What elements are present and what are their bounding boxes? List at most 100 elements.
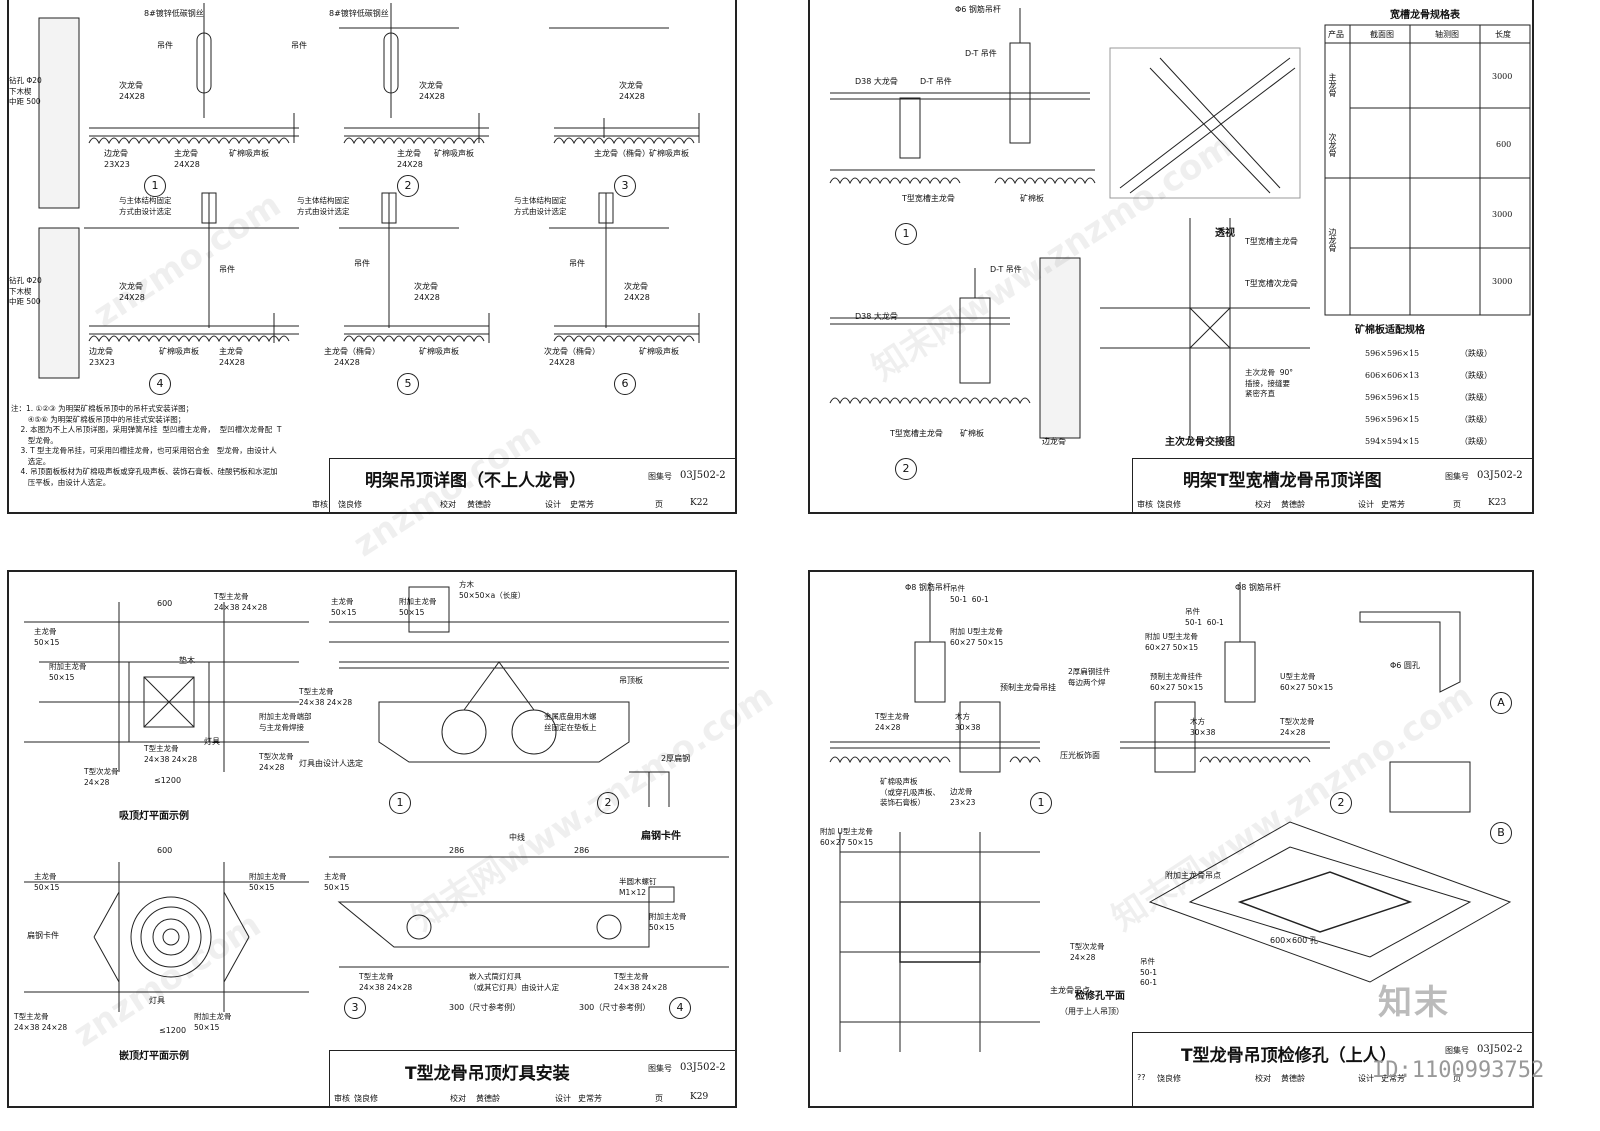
title-block-3: T型龙骨吊顶灯具安装 图集号 03J502-2 审核 饶良修 校对 黄德龄 设计… (329, 1050, 735, 1106)
code-1: 03J502-2 (680, 470, 726, 481)
size-label-r2b: 24X28 (414, 293, 440, 302)
flat-clip-plan: 扁钢卡件 (27, 931, 59, 940)
board-type-3: （跌级） (1460, 393, 1492, 402)
board-type-1: （跌级） (1460, 349, 1492, 358)
board-type-5: （跌级） (1460, 437, 1492, 446)
rod-label-a: 8#镀锌低碳钢丝 (144, 9, 204, 18)
t-sec-3: T型次龙骨 24×28 (84, 767, 119, 787)
wood-block: 方木 50×50×a（长度） (459, 580, 526, 600)
mineral-label-r2c: 矿棉吸声板 (639, 347, 679, 356)
bolt-note-1: 钻孔 Φ20 下木楔 中距 500 (9, 76, 42, 106)
t-sec-plan: T型次龙骨 24×28 (1070, 942, 1105, 962)
board-type-2: （跌级） (1460, 371, 1492, 380)
t-main-label: T型宽槽主龙骨 (902, 194, 955, 203)
board-size-2: 606×606×13 (1365, 371, 1420, 380)
secondary-label-2: 次龙骨 (419, 81, 443, 90)
check-label-4: 校对 (1255, 1074, 1271, 1083)
row-main: 主龙骨 (1328, 73, 1337, 97)
plan-sub: （用于上人吊顶） (1060, 1007, 1124, 1016)
size-label-2: 24X28 (419, 92, 445, 101)
mineral-label-2: 矿棉吸声板 (434, 149, 474, 158)
steel2: 2厚扁钢 (661, 754, 691, 763)
edge-keel-label: 边龙骨 (1042, 437, 1066, 446)
add-hang: 附加主龙骨吊点 (1165, 871, 1221, 880)
size-label-r2: 24X28 (119, 293, 145, 302)
d38-label-2: D38 大龙骨 (855, 312, 898, 321)
perspective-label: 透视 (1215, 228, 1235, 239)
mineral-3: 吊顶板 (619, 676, 643, 685)
sheet-4: Φ8 钢筋吊杆 吊件 50-1 60-1 附加 U型主龙骨 60×27 50×1… (808, 570, 1534, 1108)
hanger-label-r2b: 吊件 (354, 259, 370, 268)
detail-marker-5: 5 (397, 373, 419, 395)
main-keel-size-r2: 24X28 (219, 358, 245, 367)
sheet-2-title: 明架T型宽槽龙骨吊顶详图 (1183, 471, 1382, 491)
page-3: K29 (690, 1092, 709, 1102)
checker-4: 黄德龄 (1281, 1074, 1305, 1083)
main-5015: 主龙骨 50×15 (34, 627, 60, 647)
secondary-label-r2c: 次龙骨 (624, 282, 648, 291)
code-label-2: 图集号 (1445, 472, 1469, 481)
code-4: 03J502-2 (1477, 1044, 1523, 1055)
hanger-s4-2: 吊件 50-1 60-1 (1185, 607, 1224, 627)
dt-label: D-T 吊件 (920, 77, 952, 86)
pressure-board: 压光板饰面 (1060, 751, 1100, 760)
u-main-s4: 附加 U型主龙骨 60×27 50×15 (950, 627, 1004, 647)
board-title: 矿棉板适配规格 (1355, 325, 1425, 336)
mineral-s4: 矿棉吸声板 （或穿孔吸声板、 装饰石膏板） (880, 777, 940, 807)
sheet-3-drawing (24, 586, 729, 1012)
main-keel-label-1: 主龙骨 (174, 149, 198, 158)
detail-marker-s2-1: 1 (895, 223, 917, 245)
dim-300a: 300（尺寸参考例） (449, 1003, 521, 1012)
code-label-1: 图集号 (648, 472, 672, 481)
check-label-3: 校对 (450, 1094, 466, 1103)
intersection-title: 主次龙骨交接图 (1165, 437, 1235, 448)
edge-keel-label-1: 边龙骨 (104, 149, 128, 158)
reviewer-2: 饶良修 (1157, 500, 1181, 509)
len-2: 600 (1496, 140, 1512, 149)
lamp-label-2: 灯具 (149, 996, 165, 1005)
ceiling-light-plan-title: 吸顶灯平面示例 (119, 811, 189, 822)
review-label-1: 审核 (312, 500, 328, 509)
review-label-3: 审核 (334, 1094, 350, 1103)
add-main-1: 附加主龙骨 50×15 (49, 662, 87, 682)
title-block-1: 明架吊顶详图（不上人龙骨） 图集号 03J502-2 审核 饶良修 校对 黄德龄… (312, 458, 735, 512)
check-label-1: 校对 (440, 500, 456, 509)
detail-marker-s3-3: 3 (344, 997, 366, 1019)
page-label-1: 页 (655, 500, 663, 509)
struct-fix-2: 与主体结构固定 方式由设计选定 (297, 196, 350, 216)
design-label-3: 设计 (555, 1094, 571, 1103)
code-label-3: 图集号 (648, 1064, 672, 1073)
secondary-label-r2: 次龙骨 (119, 282, 143, 291)
reviewer-4: 饶良修 (1157, 1074, 1181, 1083)
designer-3: 史常芳 (578, 1094, 602, 1103)
edge-size-label-1: 23X23 (104, 160, 130, 169)
dim-1200b: ≤1200 (159, 1026, 187, 1035)
dim-286b: 286 (574, 846, 590, 855)
size-label-1: 24X28 (119, 92, 145, 101)
dim-300b: 300（尺寸参考例） (579, 1003, 651, 1012)
sheet-1-notes: 注：1. ①②③ 为明架矿棉板吊顶中的吊杆式安装详图； ④⑤⑥ 为明架矿棉板吊顶… (11, 404, 282, 487)
dim-1200: ≤1200 (154, 776, 182, 785)
secondary-label-3: 次龙骨 (619, 81, 643, 90)
add-main-4: 附加主龙骨 50×15 (194, 1012, 232, 1032)
main-5015d: 主龙骨 50×15 (324, 872, 350, 892)
struct-fix-1: 与主体结构固定 方式由设计选定 (119, 196, 172, 216)
flat-clip-title: 扁钢卡件 (641, 831, 681, 842)
rod-label-b: 8#镀锌低碳钢丝 (329, 9, 389, 18)
wood-s4: 木方 30×38 (955, 712, 981, 732)
t-sec-s4: T型次龙骨 24×28 (1280, 717, 1315, 737)
t-main-3: T型主龙骨 24×38 24×28 (214, 592, 268, 612)
reviewer-1: 饶良修 (338, 500, 362, 509)
detail-marker-s4-2: 2 (1330, 792, 1352, 814)
secondary-label-1: 次龙骨 (119, 81, 143, 90)
mineral-label-3: 矿棉吸声板 (649, 149, 689, 158)
add-main-2: 附加主龙骨 50×15 (399, 597, 437, 617)
rod8-label: Φ8 钢筋吊杆 (905, 583, 951, 592)
detail-marker-s4-a: A (1490, 692, 1512, 714)
u-main-s4-3: 附加 U型主龙骨 60×27 50×15 (820, 827, 874, 847)
metal-hook: 金属底盘用木螺 丝固定在垫板上 (544, 712, 597, 732)
title-block-4: T型龙骨吊顶检修孔（上人） 图集号 03J502-2 ?? 饶良修 校对 黄德龄… (1132, 1032, 1532, 1106)
sheet-2: Φ6 钢筋吊杆 D-T 吊件 D38 大龙骨 D-T 吊件 T型宽槽主龙骨 矿棉… (808, 0, 1534, 514)
lamp-design: 灯具由设计人选定 (299, 759, 363, 768)
code-2: 03J502-2 (1477, 470, 1523, 481)
